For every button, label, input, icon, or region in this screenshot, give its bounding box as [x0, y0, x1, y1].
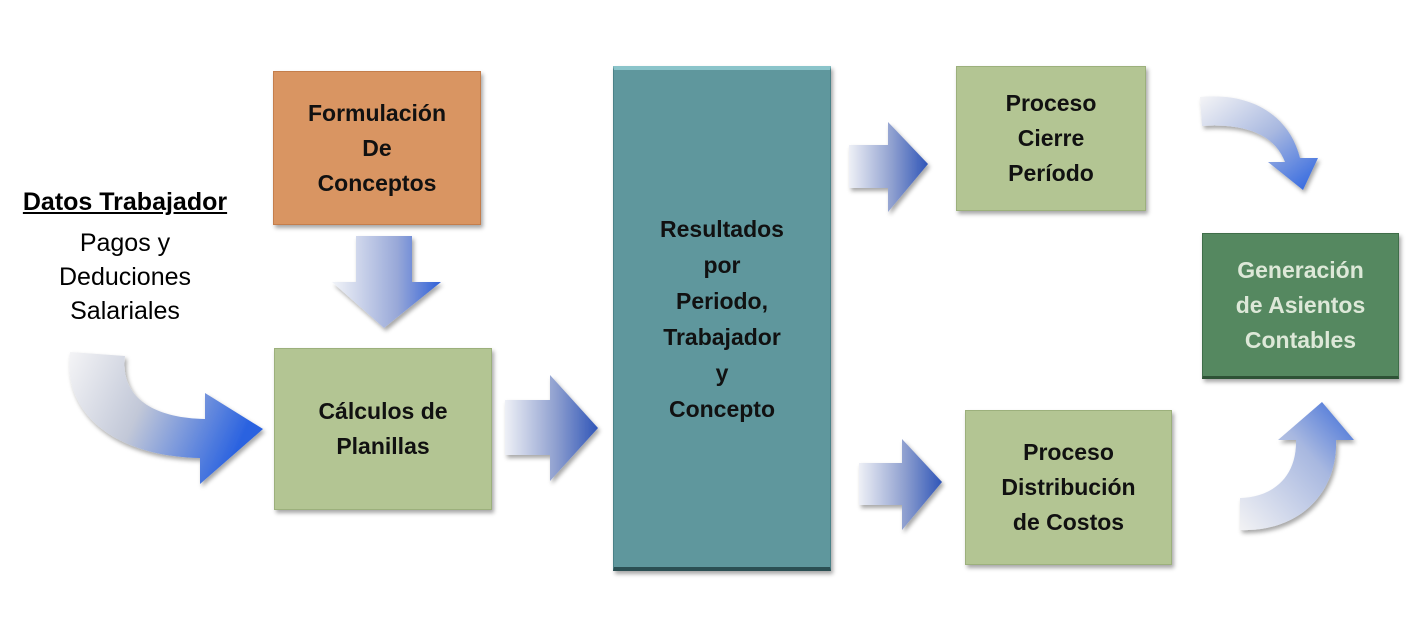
datos-trabajador-description: Pagos y Deduciones Salariales	[58, 229, 192, 325]
generacion-asientos-contables-box: Generación de Asientos Contables	[1202, 233, 1399, 379]
proceso-distribucion-costos-box: Proceso Distribución de Costos	[965, 410, 1172, 565]
arrow-resultados-to-distribucion	[859, 439, 942, 530]
arrow-calculos-to-resultados	[505, 375, 598, 481]
calculos-planillas-box: Cálculos de Planillas	[274, 348, 492, 510]
arrow-resultados-to-cierre	[849, 122, 928, 212]
resultados-box: Resultados por Periodo, Trabajador y Con…	[613, 66, 831, 571]
datos-trabajador-title: Datos Trabajador	[22, 188, 228, 216]
curved-arrow-datos-to-calculos	[69, 352, 263, 484]
proceso-cierre-periodo-box: Proceso Cierre Período	[956, 66, 1146, 211]
curved-arrow-distribucion-to-generacion	[1240, 402, 1354, 531]
formulacion-conceptos-box: Formulación De Conceptos	[273, 71, 481, 225]
curved-arrow-cierre-to-generacion	[1200, 96, 1318, 190]
arrow-formulacion-to-calculos	[332, 236, 441, 328]
